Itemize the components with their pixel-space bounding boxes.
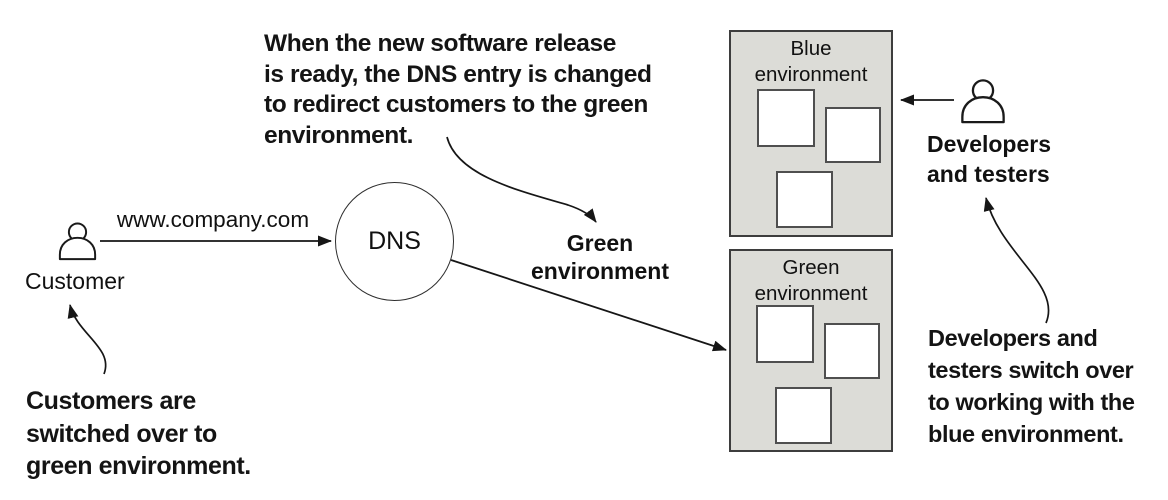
callout-line: is ready, the DNS entry is changed bbox=[264, 60, 652, 88]
env-title-line: Blue bbox=[790, 37, 832, 60]
callout-line: switched over to bbox=[26, 419, 217, 448]
url-label: www.company.com bbox=[116, 207, 310, 232]
callout-line: green environment. bbox=[26, 452, 251, 480]
green-environment-pointer-label: Green environment bbox=[505, 229, 695, 285]
developers-switch-callout: Developers and testers switch over to wo… bbox=[928, 322, 1135, 450]
callout-line: to redirect customers to the green bbox=[264, 91, 648, 118]
app-instance-square bbox=[824, 323, 880, 379]
developers-label: Developers and testers bbox=[927, 129, 1051, 189]
customer-label: Customer bbox=[25, 268, 125, 294]
pointer-label-line: environment bbox=[530, 258, 670, 284]
developers-person-icon bbox=[961, 79, 1005, 124]
app-instance-square bbox=[825, 107, 881, 163]
developers-label-line: and testers bbox=[927, 161, 1050, 187]
blue-environment-title: Blue environment bbox=[731, 32, 891, 87]
developers-note-arrow bbox=[983, 197, 1050, 324]
env-title-line: environment bbox=[754, 62, 868, 86]
callout-line: blue environment. bbox=[928, 421, 1124, 447]
app-instance-square bbox=[776, 171, 833, 228]
app-instance-square bbox=[757, 89, 815, 147]
callout-line: environment. bbox=[264, 121, 414, 149]
dns-node: DNS bbox=[335, 182, 454, 301]
callout-line: testers switch over bbox=[928, 357, 1134, 383]
green-environment-title: Green environment bbox=[731, 251, 891, 306]
release-note-callout: When the new software release is ready, … bbox=[264, 29, 652, 151]
app-instance-square bbox=[775, 387, 832, 444]
developers-label-line: Developers bbox=[927, 131, 1052, 157]
app-instance-square bbox=[756, 305, 814, 363]
customer-person-icon bbox=[58, 222, 97, 261]
callout-line: Developers and bbox=[928, 325, 1098, 351]
green-environment-box: Green environment bbox=[729, 249, 893, 452]
env-title-line: environment bbox=[754, 281, 868, 305]
callout-line: When the new software release bbox=[264, 30, 616, 57]
dns-label: DNS bbox=[368, 227, 421, 255]
pointer-label-line: Green bbox=[566, 230, 634, 256]
customers-note-arrow bbox=[67, 304, 107, 375]
env-title-line: Green bbox=[782, 256, 840, 279]
blue-environment-box: Blue environment bbox=[729, 30, 893, 237]
callout-line: Customers are bbox=[26, 387, 196, 415]
callout-line: to working with the bbox=[928, 389, 1135, 415]
customers-switch-callout: Customers are switched over to green env… bbox=[26, 385, 251, 483]
